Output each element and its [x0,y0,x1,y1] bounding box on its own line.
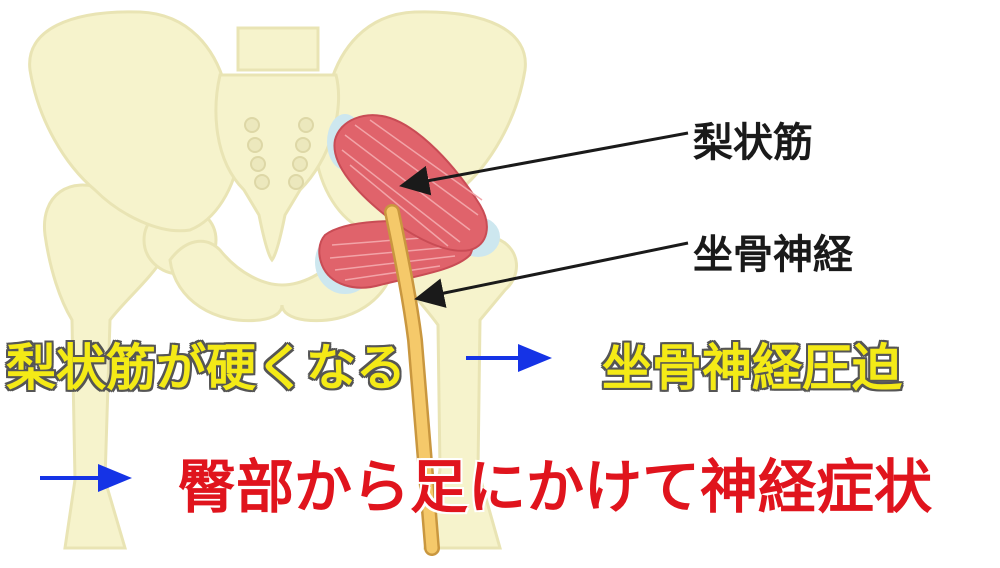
label-piriformis: 梨状筋 [693,120,813,166]
left-ilium [28,10,242,233]
sacrum-top [236,26,320,72]
label-sciatic-nerve: 坐骨神経 [693,232,853,278]
sciatic-pointer-arrow [414,241,689,308]
caption-cause: 梨状筋が硬くなる [6,339,406,397]
caption-effect: 坐骨神経圧迫 [602,339,902,397]
blue-arrow-right-2 [40,464,132,492]
caption-result: 臀部から足にかけて神経症状 [178,453,933,521]
sciatic-nerve-core [386,206,438,554]
blue-arrow-right-1 [466,344,552,372]
piriformis-pointer-arrow [399,131,689,196]
sacral-foramina [244,117,314,190]
